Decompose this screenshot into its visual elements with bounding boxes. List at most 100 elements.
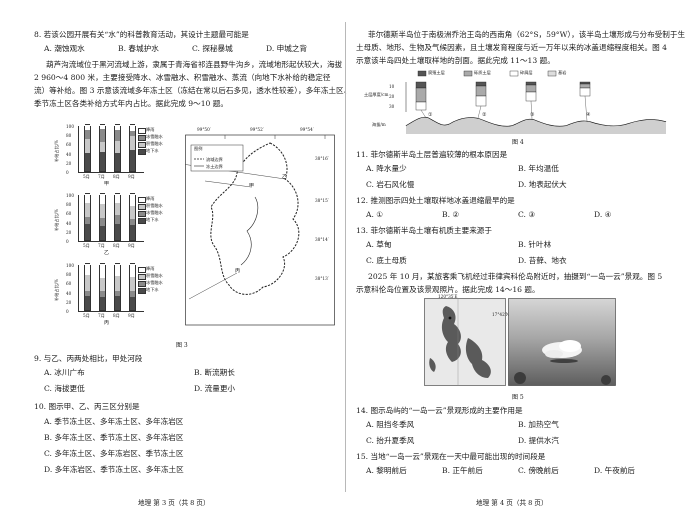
chart-1-segment: [85, 216, 90, 225]
chart-0-legend-swatch: [138, 135, 146, 141]
map-lat-2: 38°15′: [315, 198, 329, 203]
q14-stem: 14. 图示岛屿的“一岛一云”景观形成的主要作用是: [356, 406, 523, 415]
soil-column-4: [579, 81, 591, 97]
chart-0-segment: [130, 124, 135, 131]
chart-2-x-tick: 9月: [128, 313, 135, 318]
q14-option-b[interactable]: B. 加热空气: [518, 420, 559, 429]
chart-0-segment: [115, 151, 120, 171]
chart-1-segment: [130, 193, 135, 206]
chart-1-x-tick: 9月: [128, 243, 135, 248]
chart-0-x-tick: 7月: [98, 174, 105, 179]
left-footer: 地理 第 3 页（共 8 页）: [138, 499, 210, 507]
q15-option-c[interactable]: C. 傍晚前后: [518, 466, 559, 475]
chart-1-segment: [100, 216, 105, 227]
intro-line-3: 示意该半岛四处土壤取样地的剖面。据此完成 11～13 题。: [356, 56, 555, 65]
q9-option-c[interactable]: C. 海拔更低: [44, 384, 85, 393]
chart-2-x-tick: 8月: [113, 313, 120, 318]
chart-1-segment: [85, 202, 90, 217]
chart-2-y-tick: 0: [66, 309, 69, 314]
chart-2-segment: [85, 295, 90, 310]
chart-1-segment: [130, 224, 135, 240]
q11-stem: 11. 菲尔德斯半岛土层普遍较薄的根本原因是: [356, 150, 508, 159]
chart-0-segment: [115, 139, 120, 153]
chart-0-segment: [85, 151, 90, 171]
chart-1-x-tick: 8月: [113, 243, 120, 248]
chart-0-bar: [129, 124, 136, 172]
q10-option-b[interactable]: B. 多年冻土区、季节冻土区、多年冻岩区: [44, 433, 184, 442]
q14-option-d[interactable]: D. 提供水汽: [518, 436, 560, 445]
chart-1-y-label: 补给占比/%: [54, 208, 59, 231]
q13-option-a[interactable]: A. 草甸: [366, 240, 392, 249]
chart-2-y-axis: [78, 265, 79, 311]
chart-2-y-tick: 20: [66, 299, 72, 305]
q10-option-a[interactable]: A. 季节冻土区、多年冻土区、多年冻岩区: [44, 417, 184, 426]
q15-option-a[interactable]: A. 黎明前后: [366, 466, 407, 475]
chart-1-y-tick: 40: [66, 220, 72, 226]
q14-option-a[interactable]: A. 阻挡冬季风: [366, 420, 415, 429]
chart-2-sub-label: 丙: [104, 320, 110, 326]
q10-stem: 10. 图示甲、乙、丙三区分别是: [34, 402, 140, 411]
q11-option-a[interactable]: A. 降水量少: [366, 164, 407, 173]
q12-option-c[interactable]: C. ③: [518, 210, 536, 219]
fig4-legend-gravel: 砾质土层: [474, 70, 491, 75]
q15-option-d[interactable]: D. 午夜前后: [594, 466, 636, 475]
q9-option-a[interactable]: A. 冰川广布: [44, 368, 85, 377]
chart-2-legend-swatch: [138, 288, 146, 294]
map-legend-permafrost: 冻土边界: [206, 164, 223, 169]
chart-0-segment: [100, 124, 105, 129]
chart-0-y-tick: 40: [66, 151, 72, 157]
chart-2-legend-label: 降雨: [146, 266, 155, 271]
q11-option-c[interactable]: C. 岩石风化慢: [366, 180, 415, 189]
chart-1-bar: [84, 193, 91, 241]
chart-2-y-tick: 80: [66, 272, 72, 278]
q10-option-d[interactable]: D. 多年冻岩区、季节冻土区、多年冻土区: [44, 465, 184, 474]
q9-option-b[interactable]: B. 断流期长: [194, 368, 235, 377]
figure5-map: [424, 298, 506, 386]
q14-option-c[interactable]: C. 抬升夏季风: [366, 436, 415, 445]
passage-line-3: 流）等补给。图 3 示意该流域多年冻土区（冻结在常以后石多见，透水性较差），多年…: [34, 86, 352, 95]
q15-option-b[interactable]: B. 正午前后: [442, 466, 483, 475]
map-frame: [185, 134, 335, 326]
q13-option-b[interactable]: B. 针叶林: [518, 240, 552, 249]
map-lon-2: 99°52′: [250, 127, 264, 132]
chart-0-y-axis: [78, 126, 79, 172]
q12-option-a[interactable]: A. ①: [366, 210, 384, 219]
q8-option-d[interactable]: D. 申城之背: [266, 44, 308, 53]
q8-option-a[interactable]: A. 潮蚀观水: [44, 44, 85, 53]
fig4-site-3: ③: [530, 112, 535, 118]
chart-0-y-tick: 100: [66, 124, 74, 129]
q13-option-c[interactable]: C. 底土母质: [366, 256, 407, 265]
passage-line-4: 季节冻土区各类补给方式年内占比。据此完成 9～10 题。: [34, 99, 228, 108]
chart-2-bar: [114, 263, 121, 311]
fig4-y-tick-10: 10: [389, 84, 395, 89]
map-point-jia: 甲: [249, 183, 255, 189]
chart-0-segment: [85, 137, 90, 153]
map-lat-1: 38°16′: [315, 156, 329, 161]
q8-option-c[interactable]: C. 探秘暴城: [192, 44, 233, 53]
chart-1-legend-swatch: [138, 204, 146, 210]
chart-0-segment: [85, 124, 90, 130]
chart-1-legend-swatch: [138, 218, 146, 224]
q12-option-d[interactable]: D. ④: [594, 210, 612, 219]
basin-boundary: [210, 142, 300, 295]
fig4-legend-debris: 碎屑层: [520, 70, 533, 75]
q12-stem: 12. 推测图示四处土壤取样地冰盖退缩最早的是: [356, 196, 515, 205]
chart-2-legend-label: 冰雪融水: [146, 280, 163, 285]
chart-2-y-tick: 40: [66, 290, 72, 296]
chart-0-bar: [99, 124, 106, 172]
q11-option-b[interactable]: B. 年均温低: [518, 164, 559, 173]
chart-2-legend-swatch: [138, 281, 146, 287]
fig4-y-tick-30: 30: [389, 104, 395, 109]
q10-option-c[interactable]: C. 多年冻土区、多年冻岩区、季节冻土区: [44, 449, 184, 458]
q8-stem: 8. 若该公园开展有关“水”的科普教育活动，其设计主题最可能是: [34, 30, 249, 39]
q9-option-d[interactable]: D. 流量更小: [194, 384, 236, 393]
q13-option-d[interactable]: D. 苔藓、地衣: [518, 256, 567, 265]
q12-option-b[interactable]: B. ②: [442, 210, 460, 219]
q8-option-b[interactable]: B. 春城护水: [118, 44, 159, 53]
chart-1-segment: [85, 223, 90, 240]
chart-2-bar: [99, 263, 106, 311]
q11-option-d[interactable]: D. 地表起伏大: [518, 180, 567, 189]
chart-1-bar: [129, 193, 136, 241]
chart-2-segment: [100, 289, 105, 298]
chart-2-segment: [100, 263, 105, 278]
